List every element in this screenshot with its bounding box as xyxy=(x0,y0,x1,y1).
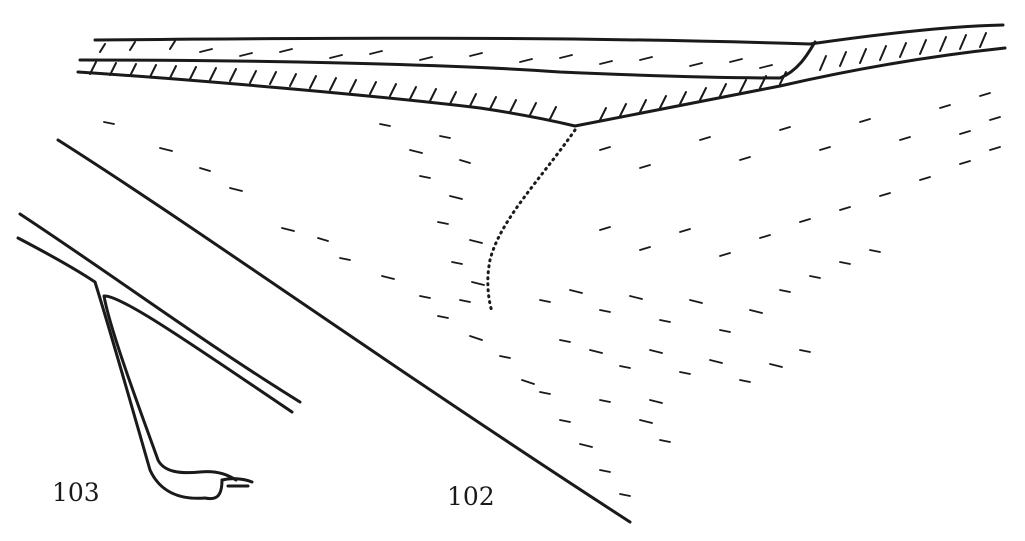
figure-102-wing xyxy=(56,23,1007,524)
figure-label-102: 102 xyxy=(447,482,495,511)
figure-label-103: 103 xyxy=(52,478,100,507)
dotted-fold xyxy=(486,128,577,314)
vein-inner-loop xyxy=(102,294,294,482)
vein-outer-top xyxy=(18,212,302,404)
posterior-vein xyxy=(56,138,632,524)
vein-outer-bottom xyxy=(16,236,224,501)
figure-103-vein-detail xyxy=(16,212,302,501)
costal-hatching xyxy=(89,32,987,121)
costal-vein-upper xyxy=(78,40,817,80)
microtrichia xyxy=(103,48,1001,497)
costal-margin xyxy=(93,23,1005,46)
vein-tip xyxy=(220,477,254,488)
costal-vein-lower xyxy=(76,46,1007,128)
